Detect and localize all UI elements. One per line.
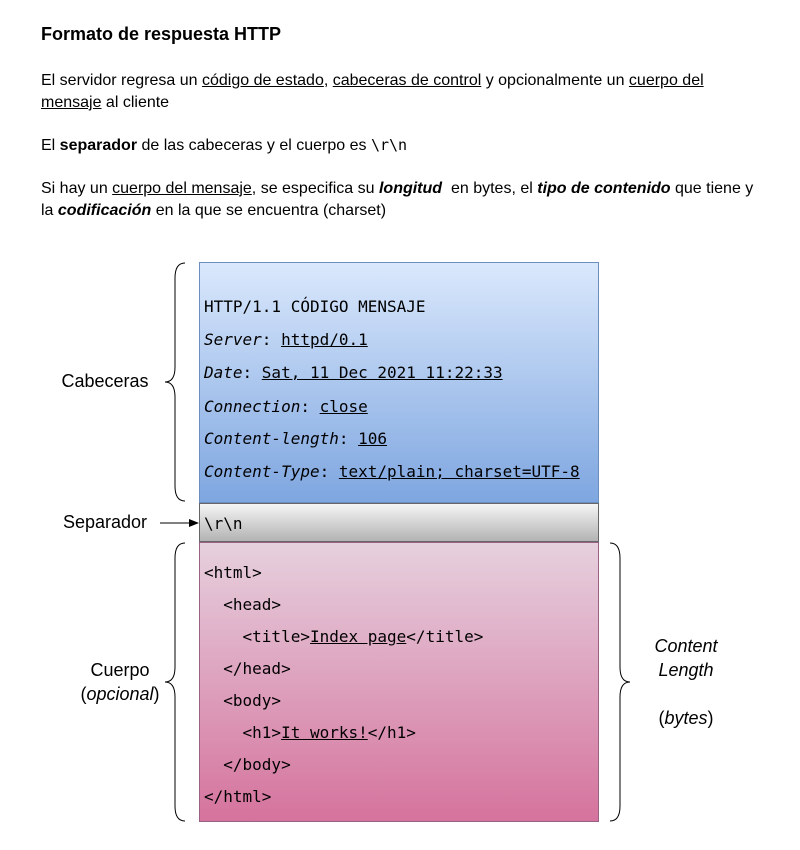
status-code-link[interactable]: código de estado: [201, 72, 324, 89]
message-body-link[interactable]: cuerpo del mensaje: [41, 72, 704, 111]
paren: ): [707, 708, 714, 728]
header-date: Date: Sat, 11 Dec 2021 11:22:33: [204, 363, 503, 383]
header-value: close: [319, 397, 368, 416]
header-content-type: Content-Type: text/plain; charset=UTF-8: [204, 462, 580, 482]
headers-brace: [164, 262, 186, 502]
bytes-text: bytes: [664, 708, 708, 728]
content-label: Content: [654, 636, 718, 656]
separator-term: separador: [59, 137, 138, 154]
body-line-html-close: </html>: [204, 787, 272, 806]
code-text: <h1>: [204, 723, 282, 742]
header-key: Content-length: [204, 429, 339, 448]
paragraph-text: de las cabeceras y el cuerpo es: [137, 137, 371, 154]
separator-box: \r\n: [199, 503, 599, 542]
header-connection: Connection: close: [204, 397, 368, 417]
header-key: Content-Type: [204, 462, 320, 481]
paragraph-text: El servidor regresa un: [41, 72, 202, 89]
header-value: text/plain; charset=UTF-8: [338, 462, 580, 481]
header-sep: :: [242, 363, 262, 382]
paragraph-text: El: [41, 137, 60, 154]
content-type-term: tipo de contenido: [537, 180, 671, 197]
header-key: Connection: [204, 397, 301, 416]
message-body-link[interactable]: cuerpo del mensaje: [112, 180, 252, 197]
body-box: <html> <head> <title>Index page</title> …: [199, 542, 599, 822]
code-text: </title>: [406, 627, 484, 646]
title-link: Index page: [309, 627, 407, 646]
header-sep: :: [338, 429, 359, 448]
header-sep: :: [319, 462, 339, 481]
paragraph-text: que tiene y la: [41, 180, 754, 219]
paren: ): [153, 684, 160, 704]
length-label: Length: [658, 660, 714, 680]
body-line-head-open: <head>: [204, 595, 282, 614]
body-line-html-open: <html>: [204, 563, 262, 582]
header-key: Date: [204, 363, 243, 382]
header-sep: :: [261, 330, 282, 349]
headers-label: Cabeceras: [61, 371, 149, 391]
paren: (: [658, 708, 665, 728]
intro-paragraph: El servidor regresa un código de estado,…: [41, 70, 766, 114]
paragraph-text: Si hay un: [41, 180, 113, 197]
body-paragraph: Si hay un cuerpo del mensaje, se especif…: [41, 178, 766, 222]
header-key: Server: [204, 330, 262, 349]
paragraph-text: en la que se encuentra (charset): [151, 202, 387, 219]
status-line: HTTP/1.1 CÓDIGO MENSAJE: [204, 297, 426, 316]
page-title: Formato de respuesta HTTP: [41, 24, 282, 44]
h1-link: It works!: [281, 723, 368, 742]
length-term: longitud: [378, 180, 443, 197]
body-line-h1: <h1>It works!</h1>: [204, 723, 416, 743]
body-brace: [164, 542, 186, 822]
header-server: Server: httpd/0.1: [204, 330, 368, 350]
crlf-code: \r\n: [370, 136, 408, 154]
control-headers-link[interactable]: cabeceras de control: [332, 72, 482, 89]
body-line-head-close: </head>: [204, 659, 291, 678]
header-value: Sat, 11 Dec 2021 11:22:33: [261, 363, 503, 382]
optional-label: (opcional): [60, 684, 180, 705]
header-content-length: Content-length: 106: [204, 429, 387, 449]
separator-paragraph: El separador de las cabeceras y el cuerp…: [41, 134, 766, 157]
paren: (: [80, 684, 87, 704]
body-line-body-open: <body>: [204, 691, 282, 710]
bytes-label: (bytes): [636, 708, 736, 729]
paragraph-text: ,: [323, 72, 333, 89]
encoding-term: codificación: [57, 202, 152, 219]
paragraph-text: y opcionalmente un: [481, 72, 629, 89]
header-value: httpd/0.1: [281, 330, 368, 349]
separator-label: Separador: [62, 512, 148, 532]
body-label: Cuerpo: [90, 660, 150, 680]
code-text: <title>: [204, 627, 310, 646]
paragraph-text: al cliente: [101, 94, 170, 111]
header-value: 106: [358, 429, 388, 448]
body-line-body-close: </body>: [204, 755, 291, 774]
body-line-title: <title>Index page</title>: [204, 627, 484, 647]
optional-text: opcional: [86, 684, 154, 704]
code-text: </h1>: [367, 723, 416, 742]
content-length-brace: [609, 542, 631, 822]
headers-box: HTTP/1.1 CÓDIGO MENSAJE Server: httpd/0.…: [199, 262, 599, 503]
separator-text: \r\n: [204, 514, 243, 533]
header-sep: :: [300, 397, 320, 416]
paragraph-text: en bytes, el: [442, 180, 538, 197]
paragraph-text: , se especifica su: [251, 180, 379, 197]
